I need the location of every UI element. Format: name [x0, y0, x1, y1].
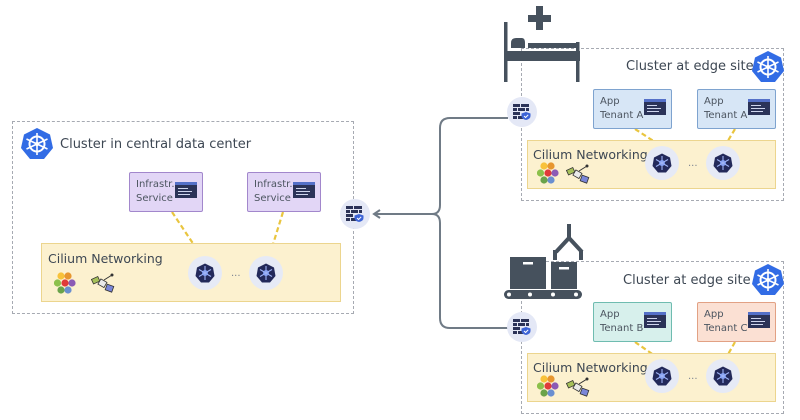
satellite-icon — [565, 164, 590, 184]
ellipsis: ... — [688, 371, 698, 382]
service-label: Infrastr.Service — [254, 179, 293, 204]
link-b-2 — [725, 341, 736, 359]
cilium-hexagon-logo-icon — [54, 272, 76, 294]
satellite-icon — [90, 273, 115, 293]
satellite-icon — [565, 377, 590, 397]
edge-site-a-title: Cluster at edge site A — [626, 59, 767, 74]
cilium-node-icon — [645, 359, 679, 393]
cilium-node-icon — [706, 146, 740, 180]
edge-site-b-title: Cluster at edge site B — [623, 273, 764, 288]
cilium-networking-label: Cilium Networking — [533, 147, 648, 162]
cilium-hexagon-logo-icon — [537, 162, 559, 184]
firewall-icon — [340, 199, 370, 229]
terminal-icon — [175, 182, 197, 198]
terminal-icon — [293, 182, 315, 198]
cilium-node-icon — [706, 359, 740, 393]
service-label: Infrastr.Service — [136, 179, 175, 204]
central-cluster-title: Cluster in central data center — [60, 137, 252, 152]
kubernetes-icon — [21, 128, 53, 159]
cilium-hexagon-logo-icon — [537, 375, 559, 397]
cilium-node-icon — [249, 256, 283, 290]
link-a-1 — [634, 128, 659, 145]
terminal-icon — [748, 312, 770, 328]
hospital-bed-icon — [504, 6, 580, 82]
ellipsis: ... — [231, 268, 241, 279]
ellipsis: ... — [688, 158, 698, 169]
link-a-2 — [725, 128, 736, 145]
infra-service-box: Infrastr.Service — [247, 172, 321, 212]
cilium-networking-label: Cilium Networking — [48, 251, 163, 266]
cilium-node-icon — [188, 256, 222, 290]
terminal-icon — [644, 312, 666, 328]
arrowhead-icon — [372, 209, 381, 219]
factory-conveyor-icon — [504, 224, 584, 299]
terminal-icon — [644, 99, 666, 115]
cilium-networking-label: Cilium Networking — [533, 360, 648, 375]
firewall-icon — [507, 97, 537, 127]
kubernetes-icon — [752, 264, 784, 295]
terminal-icon — [748, 99, 770, 115]
link-b-1 — [634, 341, 659, 359]
connector-to-edge-b — [431, 213, 508, 329]
kubernetes-icon — [752, 51, 784, 82]
connector-to-edge-a — [431, 117, 508, 215]
firewall-icon — [507, 312, 537, 342]
infra-service-box: Infrastr.Service — [129, 172, 203, 212]
cilium-node-icon — [645, 146, 679, 180]
